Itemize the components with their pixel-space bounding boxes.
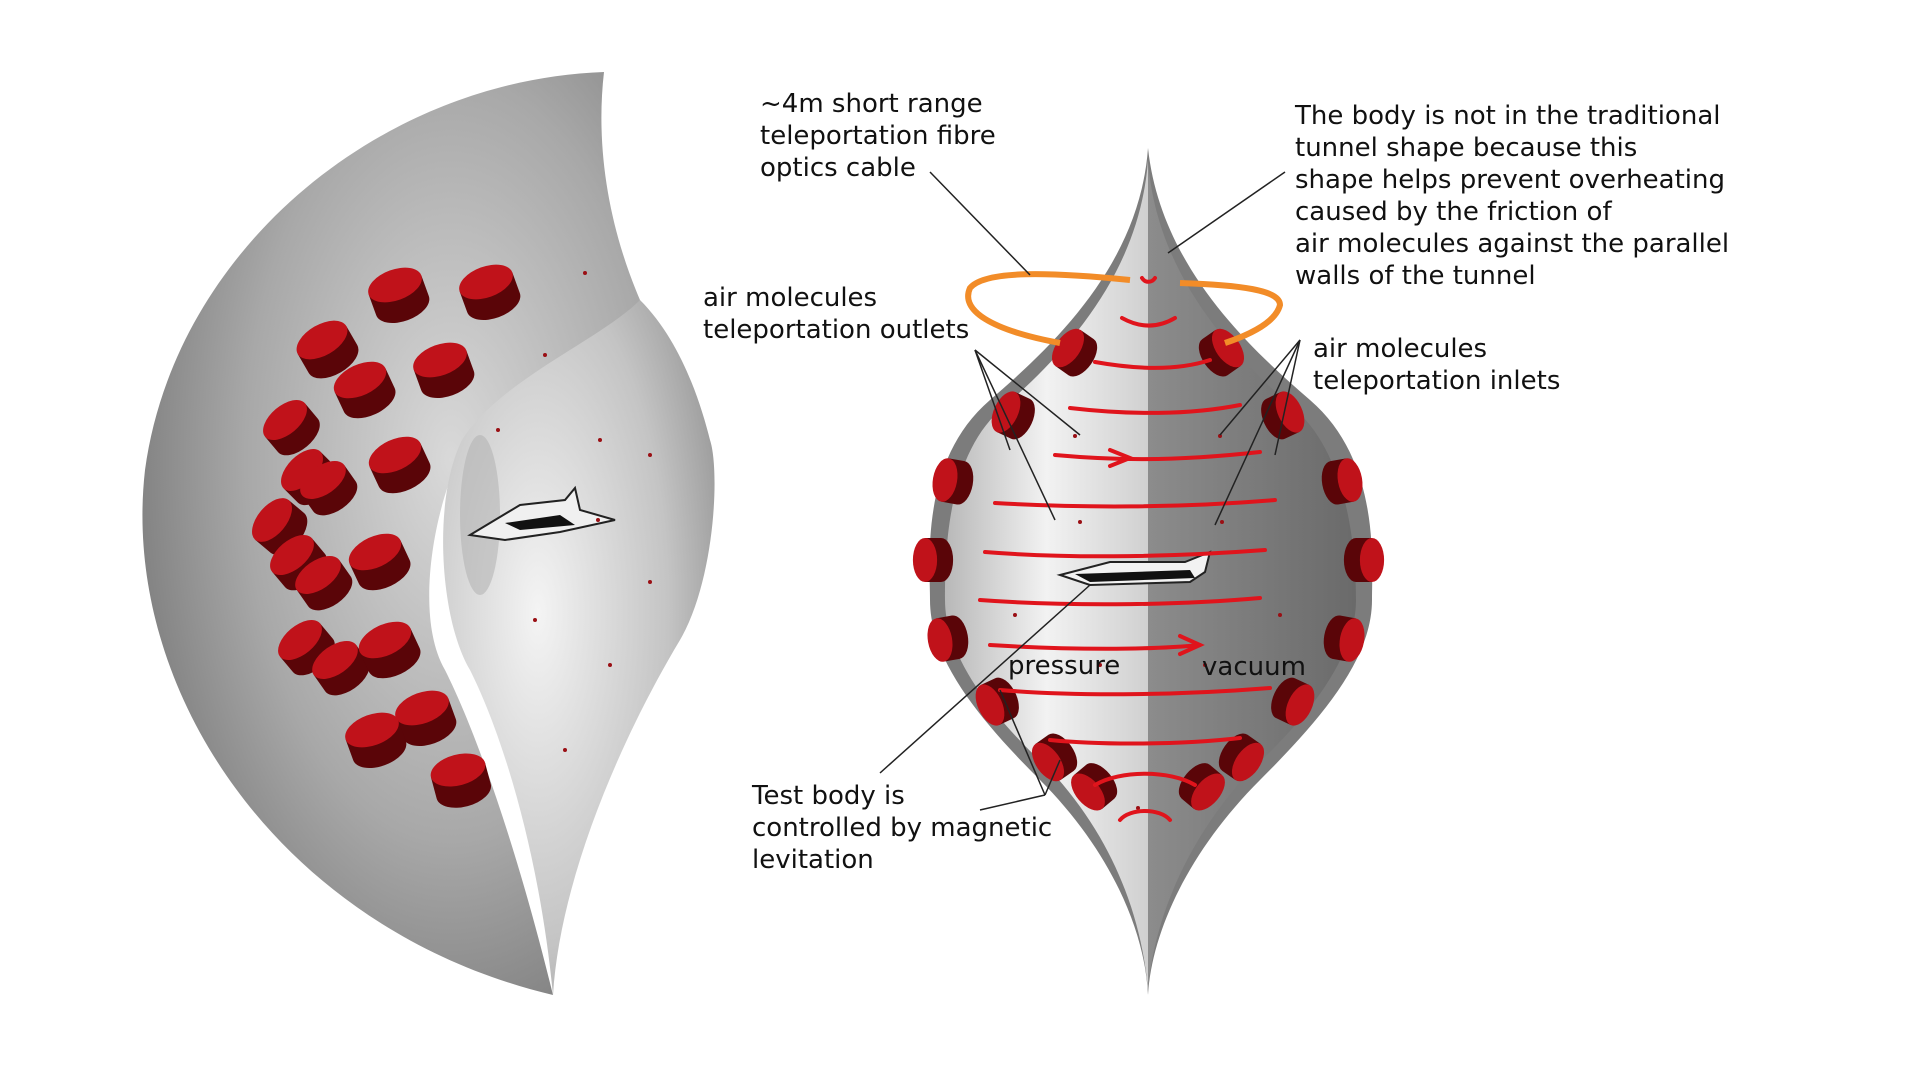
red-cylinder-magnet-icon: [333, 361, 396, 419]
red-cylinder-magnet-icon: [296, 320, 359, 379]
aircraft-test-body-icon: [467, 485, 616, 542]
red-cylinder-magnet-icon: [1218, 733, 1265, 782]
red-cylinder-magnet-icon: [368, 436, 431, 494]
red-cylinder-magnet-icon: [1321, 458, 1363, 505]
left-magnet-array: [252, 264, 521, 808]
red-cylinder-magnet-icon: [1343, 538, 1385, 582]
label-pressure: pressure: [1008, 651, 1121, 681]
red-cylinder-magnet-icon: [312, 641, 370, 696]
red-cylinder-magnet-icon: [459, 264, 521, 321]
label-test-body: Test body is controlled by magnetic levi…: [752, 781, 1053, 875]
label-outlets: air molecules teleportation outlets: [703, 283, 970, 345]
red-cylinder-magnet-icon: [358, 621, 421, 679]
red-cylinder-magnet-icon: [263, 400, 320, 456]
red-cylinder-magnet-icon: [927, 615, 969, 662]
red-cylinder-magnet-icon: [1178, 763, 1225, 811]
flow-arrow-lower: [988, 643, 1202, 651]
red-cylinder-magnet-icon: [300, 461, 358, 516]
red-cylinder-magnet-icon: [912, 538, 954, 582]
left-test-body: [467, 485, 616, 542]
leader-lines: [879, 171, 1301, 811]
red-cylinder-magnet-icon: [295, 556, 353, 611]
red-cylinder-magnet-icon: [932, 458, 974, 505]
label-vacuum: vacuum: [1202, 652, 1306, 682]
red-cylinder-magnet-icon: [345, 712, 407, 769]
red-cylinder-magnet-icon: [368, 267, 430, 324]
red-cylinder-magnet-icon: [1198, 328, 1245, 377]
air-flow-lines: [978, 276, 1277, 822]
inner-cavity: [443, 300, 715, 995]
fibre-optic-cable: [965, 271, 1284, 346]
red-cylinder-magnet-icon: [395, 690, 457, 747]
label-fibre-cable: ~4m short range teleportation fibre opti…: [760, 89, 996, 183]
red-cylinder-magnet-icon: [1031, 733, 1078, 782]
red-cylinder-magnet-icon: [1323, 615, 1365, 662]
red-cylinder-magnet-icon: [430, 753, 492, 808]
red-cylinder-magnet-icon: [348, 533, 411, 591]
label-inlets: air molecules teleportation inlets: [1313, 334, 1561, 396]
red-cylinder-magnet-icon: [1051, 328, 1098, 377]
right-port-dots: [1013, 434, 1282, 810]
red-cylinder-magnet-icon: [413, 342, 475, 399]
left-inlet-dots: [496, 271, 652, 752]
red-cylinder-magnet-icon: [1271, 677, 1315, 726]
label-body-shape-note: The body is not in the traditional tunne…: [1295, 101, 1730, 291]
half-shell-cutaway: [142, 72, 715, 995]
right-test-body: [1056, 550, 1212, 587]
flow-arrow-upper: [1053, 450, 1262, 462]
right-magnet-array: [912, 328, 1385, 811]
